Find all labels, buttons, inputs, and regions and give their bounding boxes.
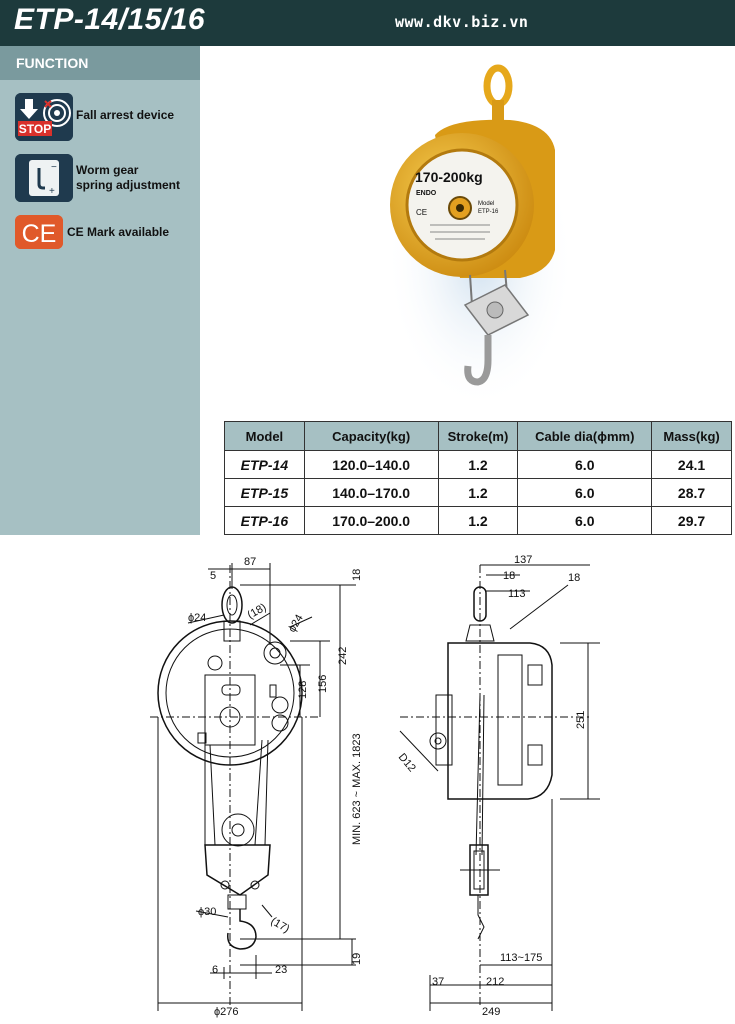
photo-brand-text: ENDO bbox=[416, 190, 437, 197]
col-model: Model bbox=[224, 421, 305, 451]
cell-capacity: 140.0–170.0 bbox=[303, 478, 439, 507]
dim-128: 128 bbox=[297, 681, 309, 699]
feature-ce-mark: CE CE Mark available bbox=[15, 215, 195, 249]
dim-18-top: 18 bbox=[351, 569, 363, 581]
col-mass: Mass(kg) bbox=[651, 421, 732, 451]
cell-model: ETP-16 bbox=[224, 506, 305, 535]
dim-phi276: ϕ276 bbox=[214, 1006, 239, 1018]
svg-text:CE: CE bbox=[416, 208, 427, 217]
stop-icon-text: STOP bbox=[19, 122, 51, 136]
table-header-row: Model Capacity(kg) Stroke(m) Cable dia(ϕ… bbox=[224, 421, 732, 451]
product-photo: 170-200kg ENDO CE Model ETP-16 bbox=[380, 60, 575, 420]
cell-stroke: 1.2 bbox=[437, 450, 519, 479]
dim-87: 87 bbox=[244, 556, 256, 568]
spec-table: Model Capacity(kg) Stroke(m) Cable dia(ϕ… bbox=[224, 421, 732, 535]
table-row: ETP-16 170.0–200.0 1.2 6.0 29.7 bbox=[224, 506, 732, 535]
dim-18b: 18 bbox=[568, 572, 580, 584]
svg-text:−: − bbox=[51, 162, 57, 173]
photo-capacity-text: 170-200kg bbox=[415, 169, 483, 185]
dim-23: 23 bbox=[275, 964, 287, 976]
feature-label: CE Mark available bbox=[67, 225, 170, 239]
col-stroke: Stroke(m) bbox=[437, 421, 519, 451]
dim-5: 5 bbox=[210, 570, 216, 582]
worm-gear-spring-icon: − + bbox=[15, 154, 73, 202]
svg-text:+: + bbox=[49, 186, 55, 197]
photo-model-text: ETP-16 bbox=[478, 209, 499, 215]
fall-arrest-stop-icon: STOP bbox=[15, 93, 73, 141]
dim-phi24-eye: ϕ24 bbox=[188, 612, 206, 624]
ce-mark-icon: CE bbox=[15, 215, 63, 249]
dim-251: 251 bbox=[575, 711, 587, 729]
dim-137: 137 bbox=[514, 554, 532, 566]
cell-capacity: 120.0–140.0 bbox=[303, 450, 439, 479]
cell-model: ETP-15 bbox=[224, 478, 305, 507]
cell-stroke: 1.2 bbox=[437, 478, 519, 507]
dim-18a: 18 bbox=[503, 570, 515, 582]
dim-113-175: 113~175 bbox=[500, 952, 542, 964]
cell-cable-dia: 6.0 bbox=[517, 478, 653, 507]
function-sidebar: FUNCTION STOP Fall arrest device bbox=[0, 46, 200, 535]
page-header: ETP-14/15/16 www.dkv.biz.vn bbox=[0, 0, 735, 46]
photo-model-caption: Model bbox=[478, 201, 494, 207]
cell-mass: 28.7 bbox=[651, 478, 732, 507]
cell-capacity: 170.0–200.0 bbox=[303, 506, 439, 535]
feature-label: Worm gear spring adjustment bbox=[76, 163, 181, 192]
table-row: ETP-14 120.0–140.0 1.2 6.0 24.1 bbox=[224, 450, 732, 479]
dim-156: 156 bbox=[317, 675, 329, 693]
feature-worm-gear: − + Worm gear spring adjustment bbox=[15, 154, 195, 204]
cell-cable-dia: 6.0 bbox=[517, 450, 653, 479]
dim-stroke-range: MIN. 623 ~ MAX. 1823 bbox=[351, 733, 363, 845]
dim-d12: D12 bbox=[396, 751, 418, 774]
technical-drawing: 5 87 18 ϕ24 (18) ϕ24 242 156 128 MIN. 62… bbox=[0, 545, 735, 1019]
cell-mass: 29.7 bbox=[651, 506, 732, 535]
col-capacity: Capacity(kg) bbox=[303, 421, 439, 451]
dim-37: 37 bbox=[432, 976, 444, 988]
dim-phi30: ϕ30 bbox=[198, 906, 216, 918]
dim-249: 249 bbox=[482, 1006, 500, 1018]
dim-242: 242 bbox=[337, 647, 349, 665]
cell-model: ETP-14 bbox=[224, 450, 305, 479]
dim-19: 19 bbox=[351, 953, 363, 965]
website-url: www.dkv.biz.vn bbox=[395, 13, 529, 31]
cell-mass: 24.1 bbox=[651, 450, 732, 479]
col-cable-dia: Cable dia(ϕmm) bbox=[517, 421, 653, 451]
cell-stroke: 1.2 bbox=[437, 506, 519, 535]
dim-17-paren: (17) bbox=[269, 915, 292, 935]
function-heading: FUNCTION bbox=[0, 46, 200, 80]
feature-label: Fall arrest device bbox=[76, 108, 175, 122]
dim-phi24-pulley: ϕ24 bbox=[286, 613, 306, 635]
cell-cable-dia: 6.0 bbox=[517, 506, 653, 535]
dim-113: 113 bbox=[508, 588, 526, 600]
table-row: ETP-15 140.0–170.0 1.2 6.0 28.7 bbox=[224, 478, 732, 507]
page-title: ETP-14/15/16 bbox=[14, 3, 206, 36]
dim-6: 6 bbox=[212, 964, 218, 976]
dim-212: 212 bbox=[486, 976, 504, 988]
ce-icon-text: CE bbox=[22, 220, 57, 248]
feature-fall-arrest: STOP Fall arrest device bbox=[15, 93, 195, 143]
dim-18-paren: (18) bbox=[246, 601, 269, 621]
